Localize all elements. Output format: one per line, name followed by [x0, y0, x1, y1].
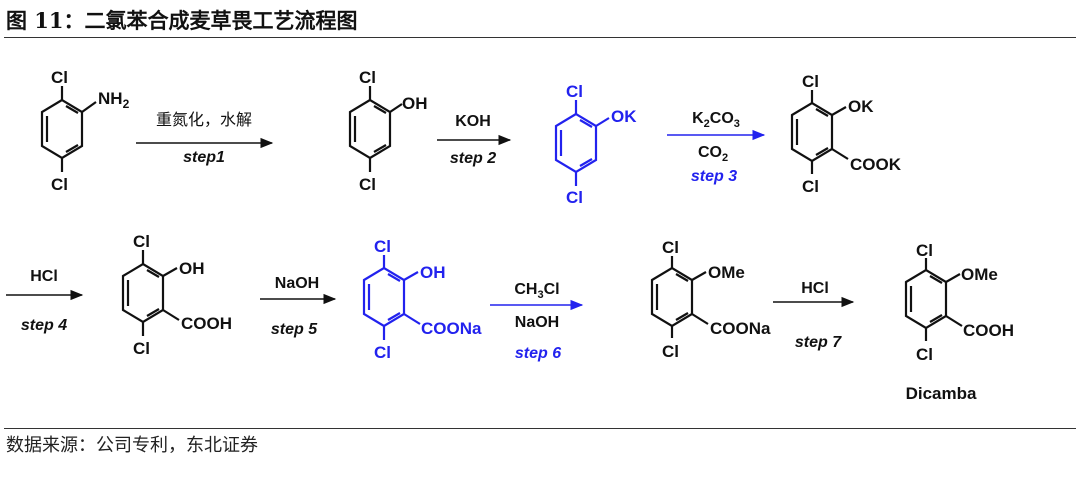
- m1-nh2-sub: 2: [123, 97, 130, 111]
- m3-ok: OK: [611, 107, 637, 126]
- title-rule: [4, 37, 1076, 38]
- step2-label: step 2: [450, 150, 496, 167]
- source-rule: [4, 428, 1076, 429]
- step5-label: step 5: [271, 321, 318, 338]
- m7-coona: COONa: [710, 319, 771, 338]
- step3-k-sub: 2: [704, 118, 710, 130]
- step7-reagent: HCl: [801, 280, 829, 297]
- m8-cooh: COOH: [963, 321, 1014, 340]
- m7-cl-bottom: Cl: [662, 342, 679, 361]
- molecule-dichlorosalicylic-acid: [121, 250, 180, 336]
- step3-k: K: [692, 110, 704, 127]
- step6-reagent: CH3Cl: [514, 281, 559, 301]
- m6-cl-top: Cl: [374, 237, 391, 256]
- step3-co-sub: 3: [734, 118, 740, 130]
- step1-reagent: 重氮化，水解: [156, 110, 252, 129]
- m3-cl-top: Cl: [566, 82, 583, 101]
- step3-co2-base: CO: [698, 144, 722, 161]
- step3-co: CO: [710, 110, 734, 127]
- molecule-dichlorophenol: [348, 86, 403, 172]
- step3-reagent: K2CO3: [692, 110, 740, 130]
- molecule-dicamba: [904, 258, 963, 341]
- m6-coona: COONa: [421, 319, 482, 338]
- m8-cl-bottom: Cl: [916, 345, 933, 364]
- figure-title: 图 11：二氯苯合成麦草畏工艺流程图: [6, 8, 358, 33]
- m1-nh2-base: NH: [98, 89, 123, 108]
- step3-co2: CO2: [698, 144, 728, 164]
- step3-label: step 3: [691, 168, 737, 185]
- m2-cl-top: Cl: [359, 68, 376, 87]
- m6-oh: OH: [420, 263, 446, 282]
- step2-reagent: KOH: [455, 113, 491, 130]
- m4-cl-top: Cl: [802, 72, 819, 91]
- step7-label: step 7: [795, 334, 842, 351]
- step6-cl: Cl: [544, 281, 560, 298]
- source-note: 数据来源：公司专利，东北证券: [6, 435, 258, 456]
- m2-cl-bottom: Cl: [359, 175, 376, 194]
- step6-ch-sub: 3: [537, 289, 543, 301]
- m4-ok: OK: [848, 97, 874, 116]
- m2-oh: OH: [402, 94, 428, 113]
- step1-label: step1: [183, 149, 225, 166]
- m3-cl-bottom: Cl: [566, 188, 583, 207]
- m6-cl-bottom: Cl: [374, 343, 391, 362]
- step6-reagent2: NaOH: [515, 314, 559, 331]
- molecule-sodium-dicamba: [650, 256, 709, 338]
- molecule-sodium-salicylate: [362, 255, 421, 340]
- m4-cook: COOK: [850, 155, 902, 174]
- product-name: Dicamba: [906, 384, 977, 403]
- m5-cl-bottom: Cl: [133, 339, 150, 358]
- m7-ome: OMe: [708, 263, 745, 282]
- m7-cl-top: Cl: [662, 238, 679, 257]
- m4-cl-bottom: Cl: [802, 177, 819, 196]
- step6-ch: CH: [514, 281, 537, 298]
- m1-cl-bottom: Cl: [51, 175, 68, 194]
- m8-ome: OMe: [961, 265, 998, 284]
- m1-cl-top: Cl: [51, 68, 68, 87]
- step6-label: step 6: [515, 345, 561, 362]
- step4-reagent: HCl: [30, 268, 58, 285]
- molecule-potassium-salicylate: [790, 90, 849, 174]
- molecule-dichloroaniline: [40, 86, 97, 172]
- step5-reagent: NaOH: [275, 275, 319, 292]
- m5-oh: OH: [179, 259, 205, 278]
- m5-cooh: COOH: [181, 314, 232, 333]
- m8-cl-top: Cl: [916, 241, 933, 260]
- m1-nh2: NH2: [98, 89, 130, 111]
- step4-label: step 4: [21, 317, 67, 334]
- step3-co2-sub: 2: [722, 152, 728, 164]
- molecule-potassium-phenoxide: [554, 100, 610, 186]
- m5-cl-top: Cl: [133, 232, 150, 251]
